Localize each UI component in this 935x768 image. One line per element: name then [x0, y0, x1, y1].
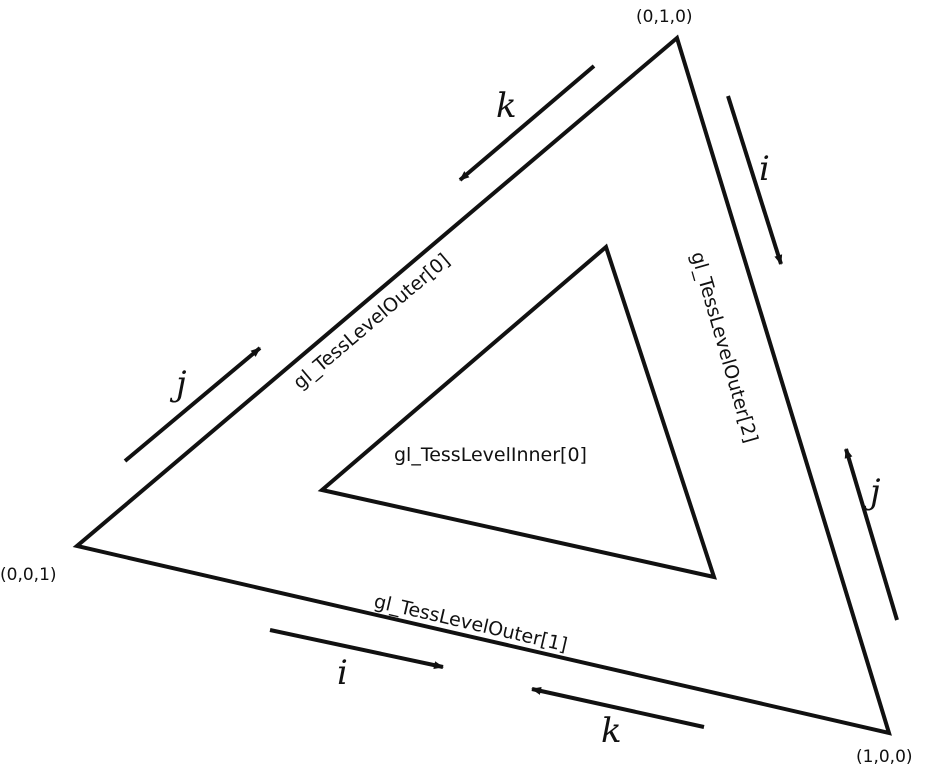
- arrow-i-bottom: [269, 628, 444, 670]
- param-j-right: j: [863, 472, 881, 512]
- vertex-label-left: (0,0,1): [0, 565, 57, 585]
- arrow-k-top: [458, 64, 596, 182]
- edge-label-outer0: gl_TessLevelOuter[0]: [289, 249, 454, 393]
- param-i-bottom: i: [337, 653, 348, 693]
- outer-triangle: [72, 34, 892, 736]
- param-k-bottom: k: [601, 711, 622, 751]
- edge-label-inner0: gl_TessLevelInner[0]: [394, 444, 587, 466]
- arrow-j-right: [844, 448, 899, 621]
- param-i-right: i: [759, 149, 770, 189]
- vertex-label-bottom-right: (1,0,0): [856, 747, 913, 767]
- vertex-label-top: (0,1,0): [636, 7, 693, 27]
- param-j-left: j: [169, 364, 187, 404]
- arrow-j-left: [123, 346, 262, 463]
- arrow-i-right: [726, 95, 783, 265]
- param-k-top: k: [496, 86, 517, 126]
- edge-label-outer1: gl_TessLevelOuter[1]: [372, 590, 570, 656]
- inner-triangle: [317, 243, 717, 580]
- arrow-k-bottom: [531, 687, 705, 729]
